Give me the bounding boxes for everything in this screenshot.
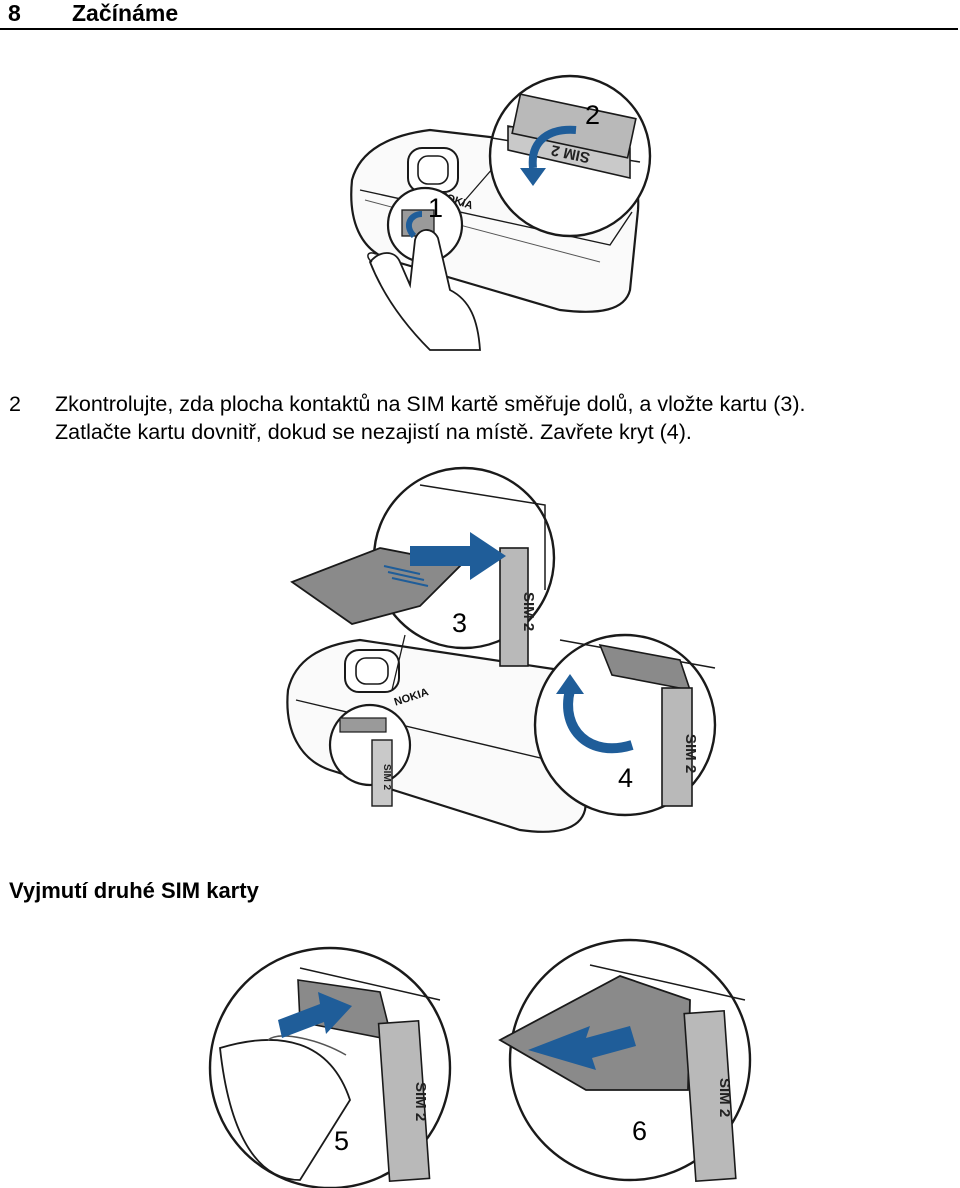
arrow-icon (528, 1026, 636, 1070)
callout-1: 1 (428, 193, 443, 223)
arrow-icon (278, 992, 352, 1038)
page-number: 8 (8, 0, 21, 26)
callout-2: 2 (585, 100, 600, 130)
callout-6: 6 (632, 1116, 647, 1146)
figure-remove-sim: SIM 2 5 SIM 2 6 (208, 938, 752, 1188)
step-text: Zkontrolujte, zda plocha kontaktů na SIM… (55, 390, 955, 446)
page-header: 8 Začínáme (0, 0, 958, 30)
svg-text:SIM 2: SIM 2 (381, 764, 392, 791)
callout-3: 3 (452, 608, 467, 638)
chapter-title: Začínáme (72, 0, 179, 26)
svg-text:SIM 2: SIM 2 (520, 592, 537, 631)
zoom-circle-small (328, 703, 412, 787)
sim-card (290, 547, 464, 625)
camera-icon (407, 147, 459, 193)
svg-text:SIM 2: SIM 2 (716, 1078, 733, 1117)
step-number: 2 (9, 392, 21, 416)
figure-open-cover: NOKIA 1 SIM 2 2 (350, 74, 652, 351)
callout-5: 5 (334, 1126, 349, 1156)
camera-icon (344, 649, 400, 693)
svg-text:SIM 2: SIM 2 (412, 1082, 429, 1121)
arrow-icon (563, 688, 634, 754)
section-heading: Vyjmutí druhé SIM karty (9, 878, 259, 903)
svg-text:SIM 2: SIM 2 (682, 734, 699, 773)
arrow-icon (528, 125, 577, 169)
arrow-icon (410, 532, 506, 580)
hand-icon (368, 229, 481, 351)
arrow-icon (405, 211, 423, 239)
step-text-line-2: Zatlačte kartu dovnitř, dokud se nezajis… (55, 420, 692, 444)
figure-insert-sim: NOKIA SIM 2 SIM 2 3 SIM 2 4 (286, 466, 717, 833)
callout-4: 4 (618, 763, 633, 793)
step-text-line-1: Zkontrolujte, zda plocha kontaktů na SIM… (55, 392, 806, 416)
